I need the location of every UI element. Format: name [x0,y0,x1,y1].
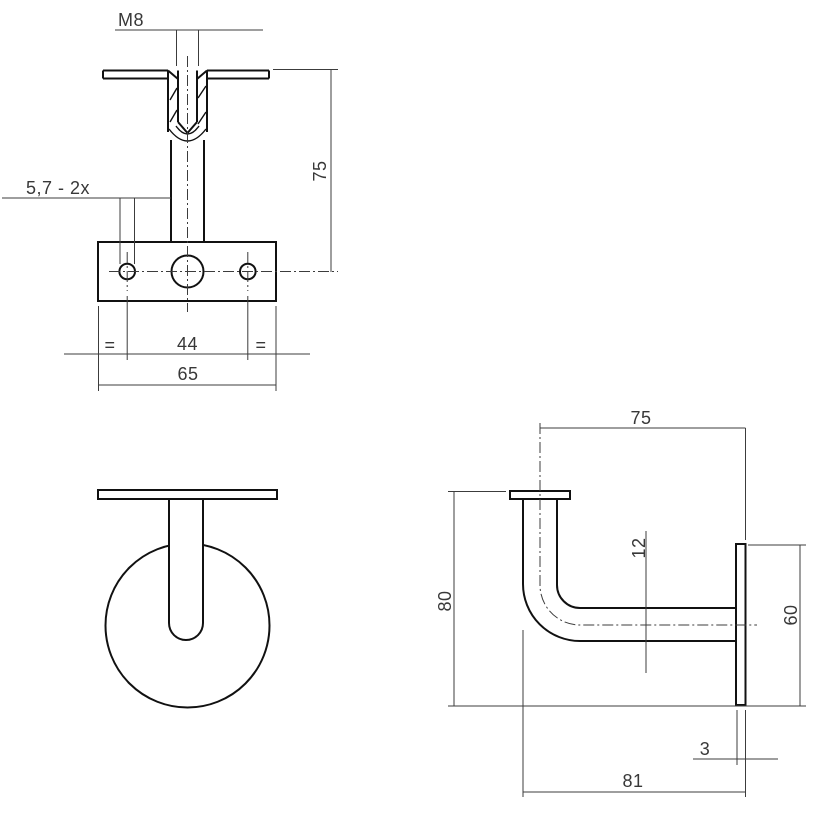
side-height-dim-label: 80 [435,590,455,611]
side-plate-height-dim-label: 60 [781,604,801,625]
side-bracket-body [522,499,736,642]
top-saddle-plate [97,489,278,500]
front-thread-hatch [169,85,207,125]
front-height-dim-label: 75 [310,160,330,181]
front-m8-dim-lines [115,29,263,66]
front-center-lines [109,56,338,312]
front-height-dim-lines [273,69,338,272]
side-total-depth-dim-lines [522,630,746,797]
top-stem [168,499,204,641]
front-equal-left-label: = [104,335,115,355]
side-depth-dim-lines [540,427,746,540]
front-width-dim-label: 65 [177,364,198,384]
front-threaded-boss [167,69,208,132]
top-view [97,489,278,709]
side-center-line [539,423,757,626]
side-tube-dim-label: 12 [629,537,649,558]
front-view: M8 5,7 - 2x 75 = 44 = 65 [2,10,338,391]
side-plate-thickness-dim-lines [693,710,778,797]
front-hole-callout-lines [2,197,171,264]
front-thread-label: M8 [118,10,144,30]
front-saddle-plate [102,69,270,80]
side-plate-height-dim-lines [748,544,806,706]
front-hole-spacing-label: 44 [177,334,198,354]
side-plate-thickness-dim-label: 3 [700,739,711,759]
side-height-dim-lines [448,491,506,706]
side-view: 75 80 12 60 3 81 [435,408,806,797]
front-spacing-dim-lines [64,296,310,391]
front-stem [170,140,205,242]
front-hole-label: 5,7 - 2x [26,178,90,198]
side-total-depth-dim-label: 81 [622,771,643,791]
front-equal-right-label: = [255,335,266,355]
side-depth-dim-label: 75 [630,408,651,428]
